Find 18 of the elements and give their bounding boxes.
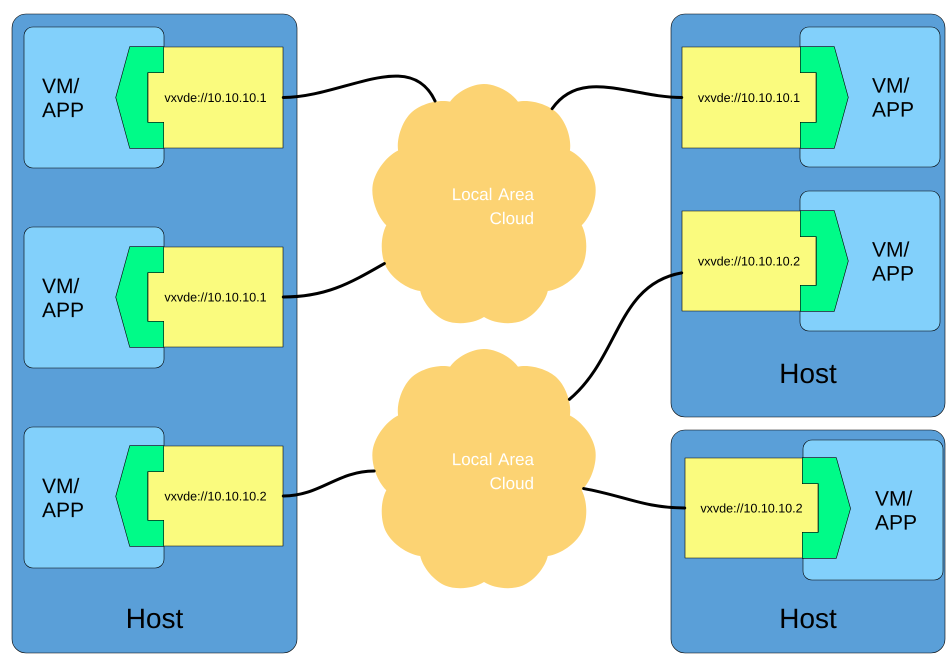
connector-line xyxy=(282,74,437,102)
address-box: vxvde://10.10.10.1 xyxy=(148,246,284,348)
block-arrow xyxy=(800,210,849,312)
block-arrow xyxy=(115,246,164,348)
block-arrow xyxy=(800,46,849,149)
address-box: vxvde://10.10.10.1 xyxy=(682,46,816,148)
block-arrow xyxy=(115,445,164,547)
connector-line xyxy=(582,487,686,510)
address-box: vxvde://10.10.10.2 xyxy=(148,446,284,546)
address-box: vxvde://10.10.10.1 xyxy=(148,46,284,148)
connector-line xyxy=(282,262,386,298)
block-arrow xyxy=(115,46,164,149)
connector-line xyxy=(568,271,684,401)
address-box: vxvde://10.10.10.2 xyxy=(684,458,818,558)
connector-line xyxy=(282,470,376,498)
connector-line xyxy=(550,85,684,110)
block-arrow xyxy=(802,457,851,559)
address-box: vxvde://10.10.10.2 xyxy=(682,210,816,312)
